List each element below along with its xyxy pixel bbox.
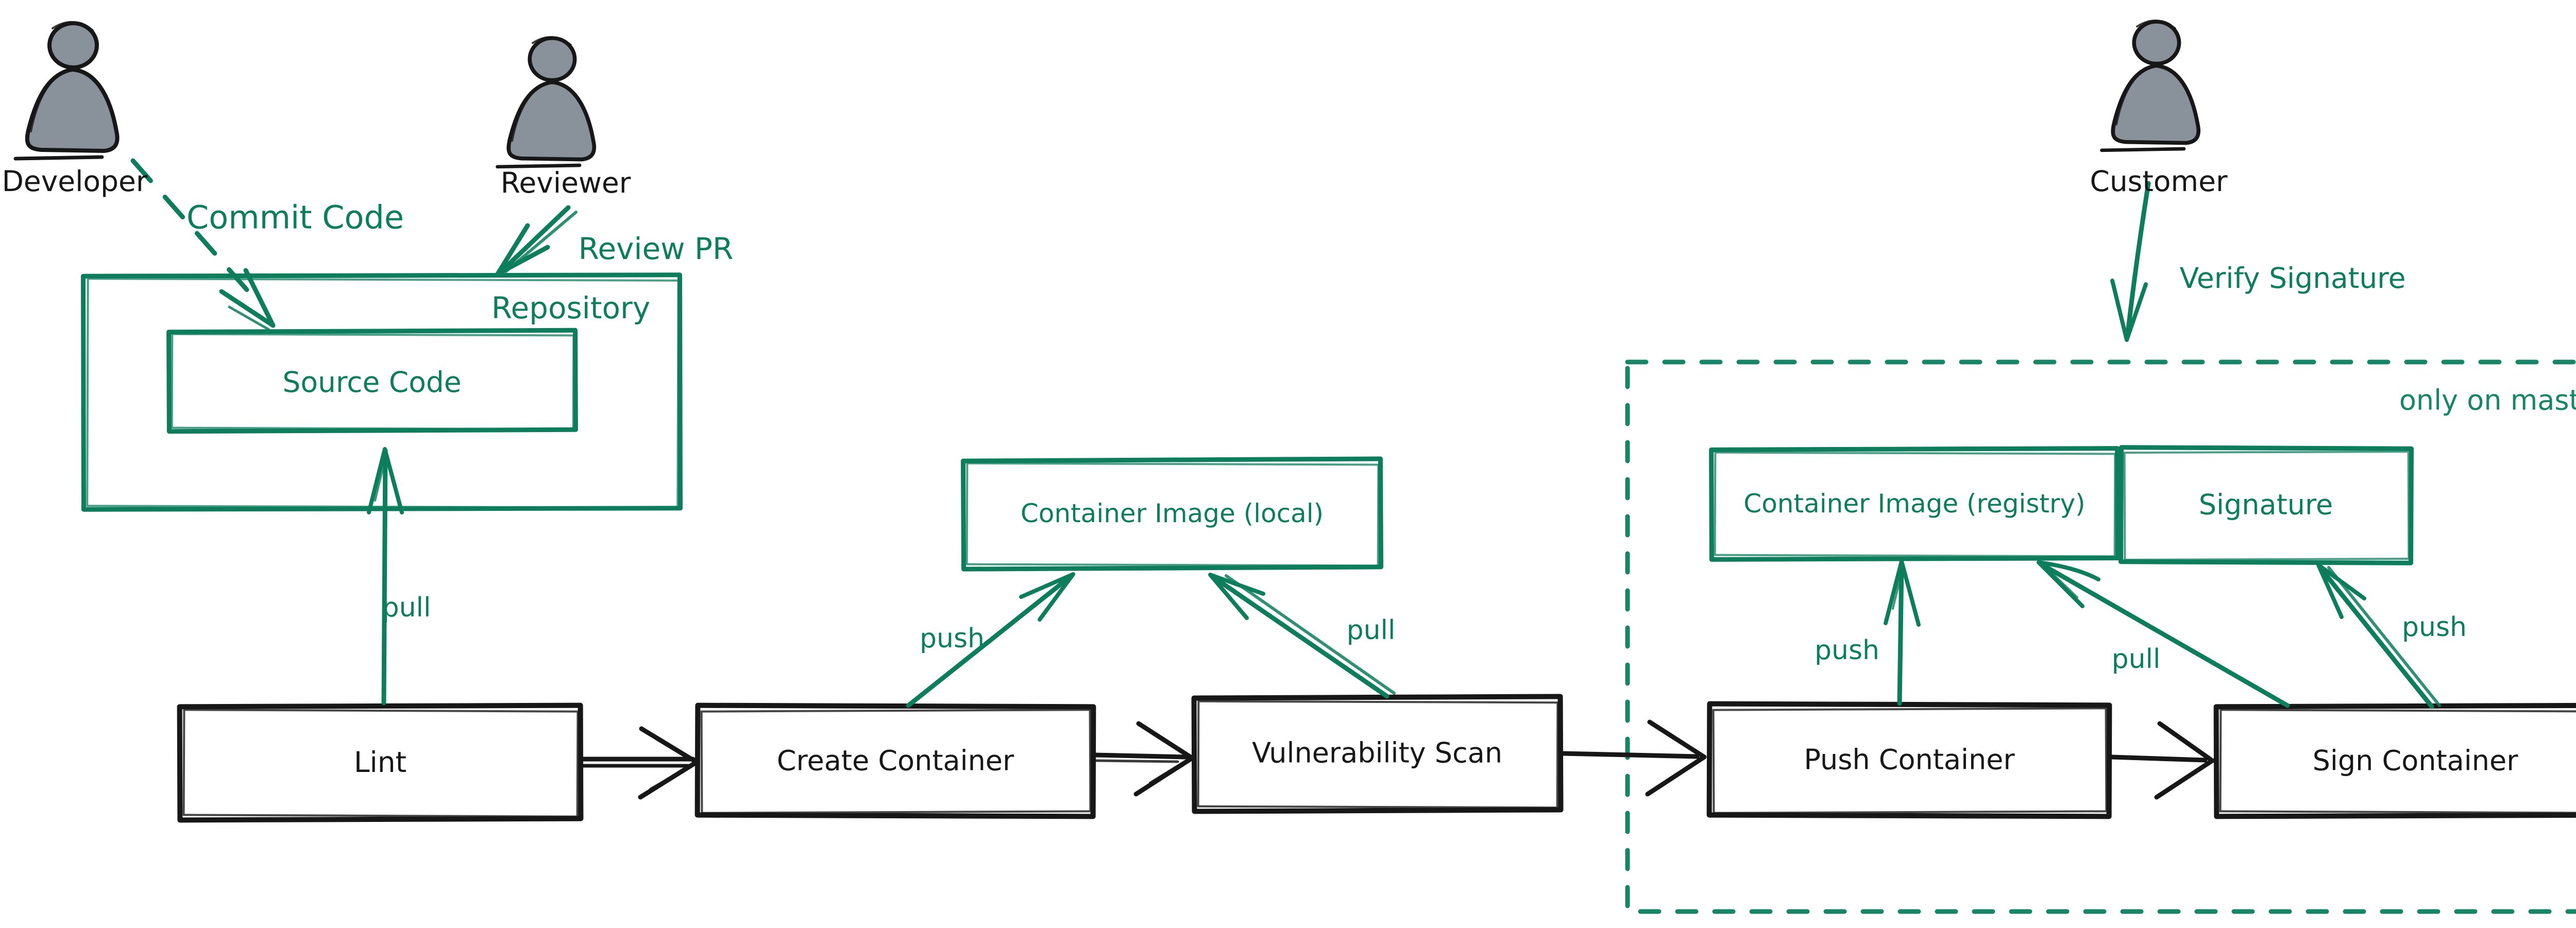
vulnerability-scan-to-push-container-arrow: [1560, 719, 1707, 797]
review-pr-arrow-label: Review PR: [578, 231, 734, 266]
source-code-label: Source Code: [282, 366, 462, 399]
pull-image-local-arrow-label: pull: [1346, 615, 1396, 646]
signature-box: [2119, 445, 2414, 565]
review-pr-arrow: [495, 205, 578, 277]
commit-code-arrow: [130, 158, 276, 331]
push-signature-arrow-label: push: [2401, 612, 2467, 643]
pull-image-registry-arrow-label: pull: [2111, 644, 2161, 675]
push-image-local-arrow: [906, 572, 1075, 708]
developer-label: Developer: [2, 165, 148, 198]
lint-box: [177, 702, 584, 823]
pull-image-local-arrow: [1208, 573, 1396, 699]
container-image-registry-label: Container Image (registry): [1743, 489, 2086, 519]
create-container-to-vulnerability-scan-arrow: [1092, 721, 1195, 797]
repository-box: [81, 272, 683, 512]
push-image-local-arrow-label: push: [919, 623, 985, 654]
pull-image-registry-arrow: [2037, 560, 2290, 708]
vulnerability-scan-label: Vulnerability Scan: [1251, 736, 1503, 769]
sign-container-box: [2213, 702, 2576, 819]
signature-label: Signature: [2198, 488, 2333, 521]
container-image-local-label: Container Image (local): [1020, 499, 1324, 528]
customer-person-icon: [2102, 21, 2199, 150]
reviewer-person-icon: [498, 37, 595, 167]
reviewer-label: Reviewer: [500, 166, 631, 199]
verify-signature-arrow-label: Verify Signature: [2179, 262, 2406, 295]
container-image-local-box: [960, 456, 1384, 572]
repository-label: Repository: [491, 290, 651, 325]
master-build-region-label: only on master build: [2399, 384, 2576, 417]
push-container-label: Push Container: [1804, 743, 2015, 776]
pull-source-arrow: [367, 447, 404, 706]
pull-source-arrow-label: pull: [382, 592, 431, 623]
lint-to-create-container-arrow: [579, 726, 699, 800]
push-container-to-sign-container-arrow: [2109, 721, 2215, 800]
push-signature-arrow: [2316, 563, 2441, 709]
push-image-registry-arrow: [1884, 559, 1921, 706]
create-container-label: Create Container: [776, 744, 1014, 777]
verify-signature-arrow: [2110, 181, 2151, 342]
commit-code-arrow-label: Commit Code: [187, 198, 404, 236]
push-container-box: [1706, 701, 2112, 819]
developer-person-icon: [15, 22, 117, 159]
master-build-region-outline: [1625, 359, 2576, 914]
container-image-registry-box: [1709, 446, 2120, 562]
customer-label: Customer: [2090, 165, 2228, 198]
source-code-box: [166, 328, 578, 434]
push-image-registry-arrow-label: push: [1814, 635, 1880, 666]
sign-container-label: Sign Container: [2312, 744, 2518, 777]
lint-label: Lint: [353, 746, 407, 779]
